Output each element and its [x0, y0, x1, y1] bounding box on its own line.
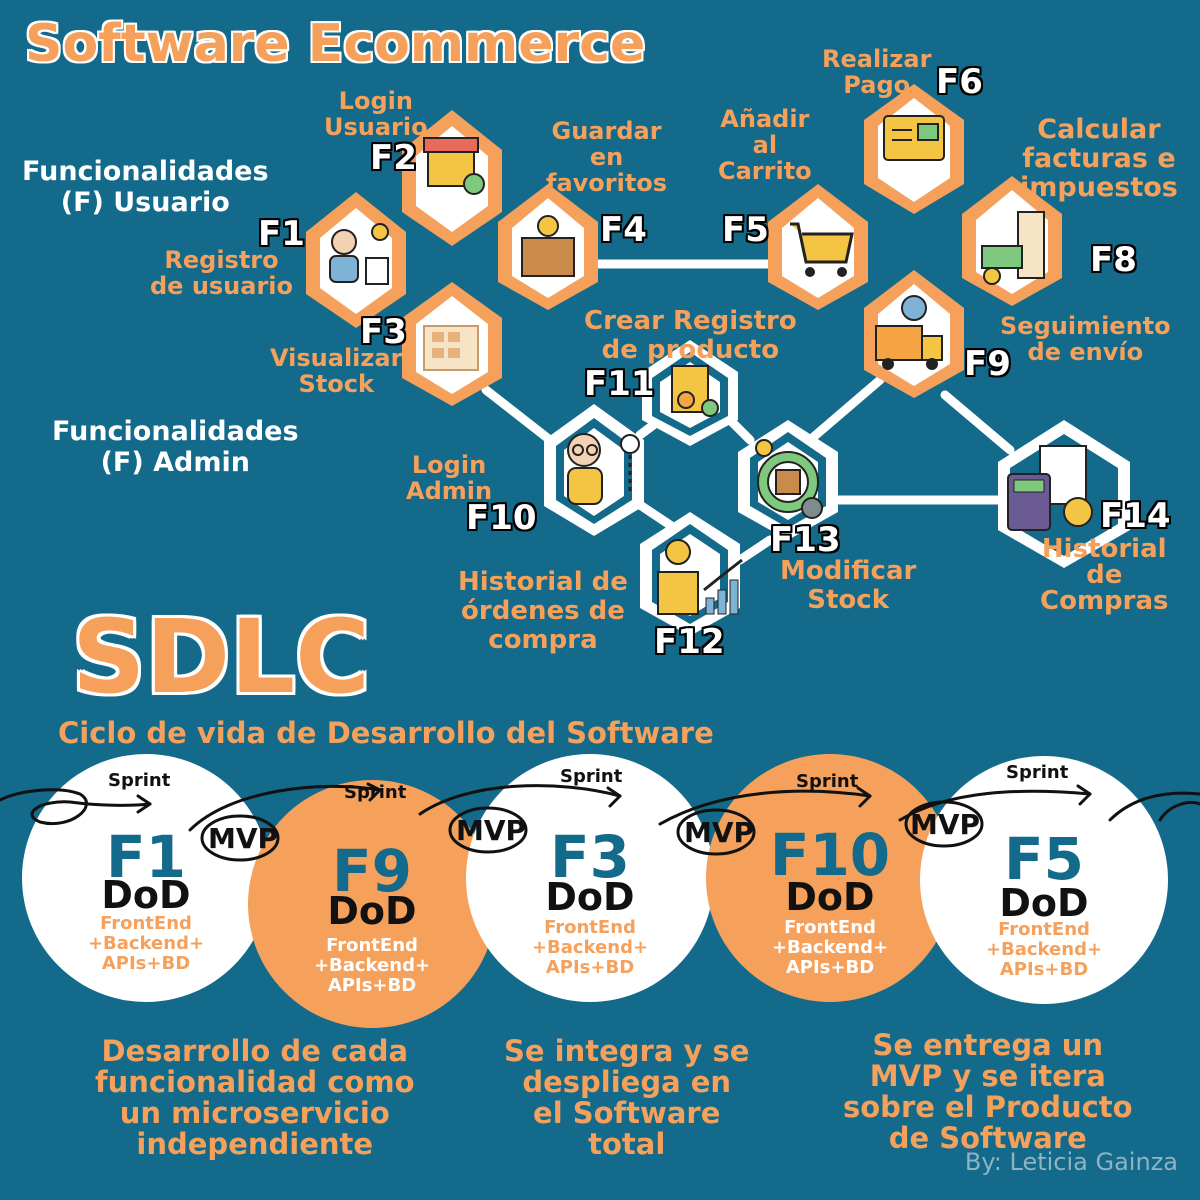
iteration-id: F9	[332, 837, 412, 905]
id-F3: F3	[360, 312, 407, 352]
id-F9: F9	[964, 344, 1011, 384]
iteration-id: F1	[106, 823, 186, 891]
shopping-cart-icon	[790, 222, 854, 277]
label-F6: Realizar Pago	[822, 45, 932, 99]
id-F1: F1	[258, 214, 305, 254]
iteration-id: F5	[1004, 825, 1084, 893]
delivery-truck-icon	[875, 295, 943, 370]
sdlc-subtitle: Ciclo de vida de Desarrollo del Software	[58, 716, 714, 750]
stock-gear-icon	[755, 439, 823, 519]
iteration-id: F10	[769, 821, 891, 889]
dod-label: DoD	[999, 881, 1089, 925]
label-F3: Visualizar Stock	[270, 344, 403, 398]
iteration-id: F3	[550, 823, 630, 891]
label-F1: Registro de usuario	[150, 246, 294, 300]
author-byline: By: Leticia Gainza	[964, 1148, 1178, 1176]
id-F11: F11	[584, 364, 655, 404]
label-F4: Guardar en favoritos	[546, 117, 668, 197]
note-microservices: Desarrollo de cada funcionalidad como un…	[95, 1034, 415, 1161]
dod-label: DoD	[101, 873, 191, 917]
dod-label: DoD	[545, 875, 635, 919]
sprint-label: Sprint	[1006, 762, 1069, 783]
id-F5: F5	[722, 210, 769, 250]
label-F11: Crear Registro de producto	[584, 306, 797, 365]
icon-glyphs	[329, 115, 1093, 615]
payment-screen-icon	[883, 115, 945, 161]
label-F13: Modificar Stock	[780, 556, 917, 615]
mvp-label: MVP	[684, 816, 755, 849]
label-F5: Añadir al Carrito	[718, 105, 812, 185]
dod-label: DoD	[785, 875, 875, 919]
mvp-label: MVP	[208, 822, 279, 855]
stack-label: FrontEnd +Backend+ APIs+BD	[985, 919, 1103, 980]
label-F8: Calcular facturas e impuestos	[1020, 114, 1178, 203]
connector-lines	[481, 259, 1015, 565]
admin-user-icon	[567, 433, 640, 505]
label-F9: Seguimiento de envío	[1000, 312, 1171, 366]
sprint-label: Sprint	[108, 770, 171, 791]
sprint-label: Sprint	[560, 766, 623, 787]
sprint-loop	[0, 782, 1200, 862]
stack-label: FrontEnd +Backend+ APIs+BD	[771, 917, 889, 978]
iteration-circle: F3 DoD FrontEnd +Backend+ APIs+BD	[466, 754, 714, 1002]
sprint-label: Sprint	[796, 771, 859, 792]
label-F10: Login Admin	[406, 451, 493, 505]
id-F12: F12	[654, 622, 725, 662]
label-F14: Historial de Compras	[1040, 534, 1169, 616]
favorite-box-icon	[521, 215, 575, 277]
id-F14: F14	[1100, 496, 1171, 536]
coins-growth-icon	[657, 539, 743, 615]
note-integration: Se integra y se despliega en el Software…	[504, 1034, 750, 1161]
label-F2: Login Usuario	[324, 87, 428, 141]
stack-label: FrontEnd +Backend+ APIs+BD	[531, 917, 649, 978]
calculator-report-icon	[1007, 445, 1093, 531]
product-form-icon	[671, 365, 719, 417]
iteration-circle: F5 DoD FrontEnd +Backend+ APIs+BD	[920, 756, 1168, 1004]
user-section-heading: Funcionalidades (F) Usuario	[22, 156, 269, 218]
id-F13: F13	[770, 520, 841, 560]
id-F8: F8	[1090, 240, 1137, 280]
mvp-label: MVP	[910, 808, 981, 841]
warehouse-stock-icon	[423, 325, 479, 371]
storefront-clock-icon	[423, 137, 485, 195]
admin-section-heading: Funcionalidades (F) Admin	[52, 416, 299, 478]
invoice-cash-icon	[981, 211, 1045, 285]
dod-label: DoD	[327, 889, 417, 933]
sprint-label: Sprint	[344, 782, 407, 803]
sdlc-title: SDLC	[72, 598, 370, 717]
stack-label: FrontEnd +Backend+ APIs+BD	[87, 913, 205, 974]
page-title: Software Ecommerce	[25, 14, 646, 74]
id-F6: F6	[936, 62, 983, 102]
label-F12: Historial de órdenes de compra	[458, 567, 628, 655]
mvp-label: MVP	[456, 814, 527, 847]
id-F2: F2	[370, 138, 417, 178]
note-mvp-iteration: Se entrega un MVP y se itera sobre el Pr…	[843, 1028, 1133, 1155]
stack-label: FrontEnd +Backend+ APIs+BD	[313, 935, 431, 996]
user-registration-icon	[329, 223, 389, 285]
id-F10: F10	[466, 498, 537, 538]
id-F4: F4	[600, 210, 647, 250]
functionality-network	[306, 84, 1130, 636]
iteration-circle: F1 DoD FrontEnd +Backend+ APIs+BD	[22, 754, 270, 1002]
